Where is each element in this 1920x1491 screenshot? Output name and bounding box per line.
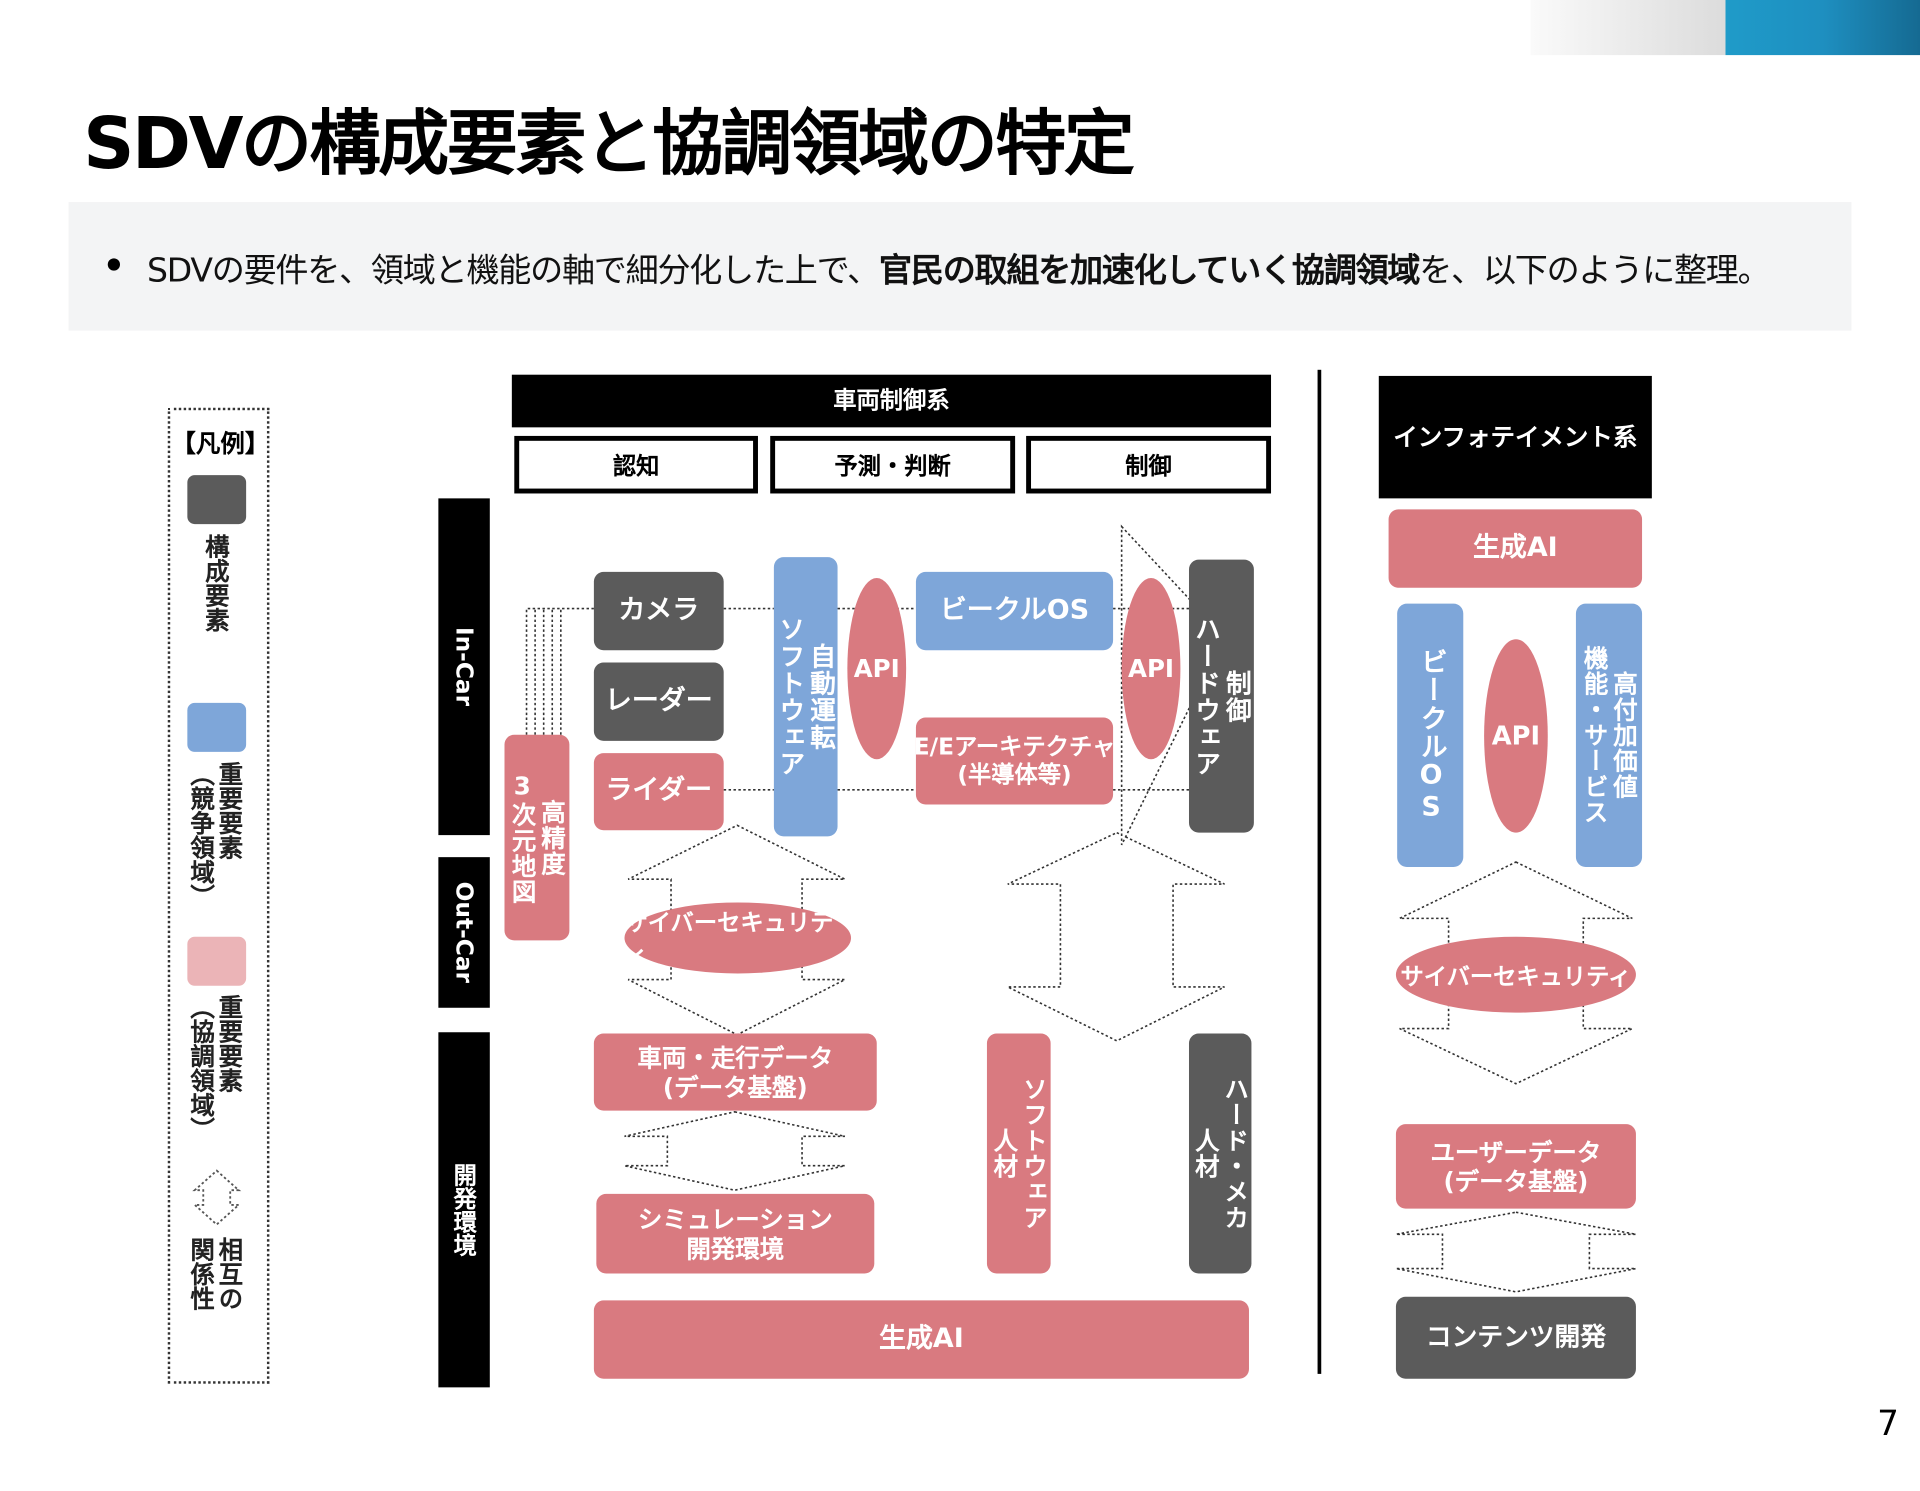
ad-software-box: 自動運転 ソフトウェア	[773, 557, 838, 837]
api-ellipse-2: API	[1121, 577, 1181, 760]
page-number: 7	[1877, 1403, 1899, 1444]
legend-swatch-competitive	[187, 702, 247, 752]
api-ellipse-1: API	[847, 577, 907, 760]
vehicle-os-box: ビークルOS	[915, 571, 1114, 651]
user-data-box: ユーザーデータ (データ基盤)	[1395, 1124, 1636, 1209]
summary-text-bold: 官民の取組を加速化していく協調領域	[879, 252, 1420, 291]
camera-box: カメラ	[593, 571, 724, 651]
summary-text: SDVの要件を、領域と機能の軸で細分化した上で、官民の取組を加速化していく協調領…	[146, 244, 1771, 292]
summary-box: SDVの要件を、領域と機能の軸で細分化した上で、官民の取組を加速化していく協調領…	[68, 202, 1852, 331]
legend-swatch-cooperative	[187, 936, 247, 986]
radar-box: レーダー	[593, 662, 724, 741]
legend-label-component: 構成要素	[200, 533, 231, 632]
simulation-box: シミュレーション 開発環境	[596, 1193, 875, 1274]
info-cyber-security-ellipse: サイバーセキュリティ	[1395, 936, 1636, 1013]
gen-ai-box: 生成AI	[593, 1300, 1249, 1379]
value-services-box: 高付加価値 機能・サービス	[1575, 603, 1643, 867]
row-label-in-car: In-Car	[438, 498, 490, 836]
info-vehicle-os-box: ビークルOS	[1397, 603, 1464, 867]
row-label-out-car: Out-Car	[438, 857, 490, 1008]
legend-label-competitive: 重要要素 （競争領域）	[186, 761, 244, 909]
lidar-box: ライダー	[593, 753, 724, 831]
legend-label-cooperative: 重要要素 （協調領域）	[186, 994, 244, 1142]
data-sim-arrow	[624, 1111, 846, 1192]
vehicle-control-header: 車両制御系	[511, 374, 1272, 428]
hardware-talent-box: ハード・メカ 人材	[1188, 1033, 1252, 1274]
summary-text-post: を、以下のように整理。	[1419, 252, 1770, 291]
page-title: SDVの構成要素と協調領域の特定	[83, 101, 1135, 185]
column-control: 制御	[1026, 435, 1272, 494]
cyber-security-ellipse: サイバーセキュリティ	[624, 902, 852, 974]
info-data-arrow	[1395, 1211, 1637, 1293]
hd-map-box: 高精度 3次元地図	[504, 734, 570, 941]
legend-title: 【凡例】	[171, 428, 270, 458]
ee-architecture-box: E/Eアーキテクチャ (半導体等)	[914, 717, 1115, 805]
summary-text-pre: SDVの要件を、領域と機能の軸で細分化した上で、	[146, 252, 880, 291]
bullet-dot	[107, 258, 121, 271]
legend-swatch-component	[187, 475, 247, 525]
column-recognition: 認知	[514, 435, 758, 494]
info-gen-ai-box: 生成AI	[1388, 509, 1643, 588]
section-divider	[1317, 369, 1322, 1374]
column-prediction: 予測・判断	[770, 435, 1016, 494]
content-dev-box: コンテンツ開発	[1395, 1296, 1636, 1379]
control-hardware-box: 制御 ハードウェア	[1188, 559, 1254, 833]
legend-label-relation: 相互の 関係性	[186, 1236, 244, 1311]
infotainment-header: インフォテイメント系	[1378, 375, 1652, 499]
row-label-dev-env: 開発環境	[438, 1032, 490, 1388]
software-talent-box: ソフトウェア 人材	[986, 1033, 1051, 1274]
driving-data-box: 車両・走行データ (データ基盤)	[593, 1033, 877, 1111]
legend	[167, 407, 270, 1384]
info-api-ellipse: API	[1484, 639, 1548, 833]
header-band	[1530, 0, 1920, 56]
cyber-arrow-right	[1007, 831, 1225, 1042]
